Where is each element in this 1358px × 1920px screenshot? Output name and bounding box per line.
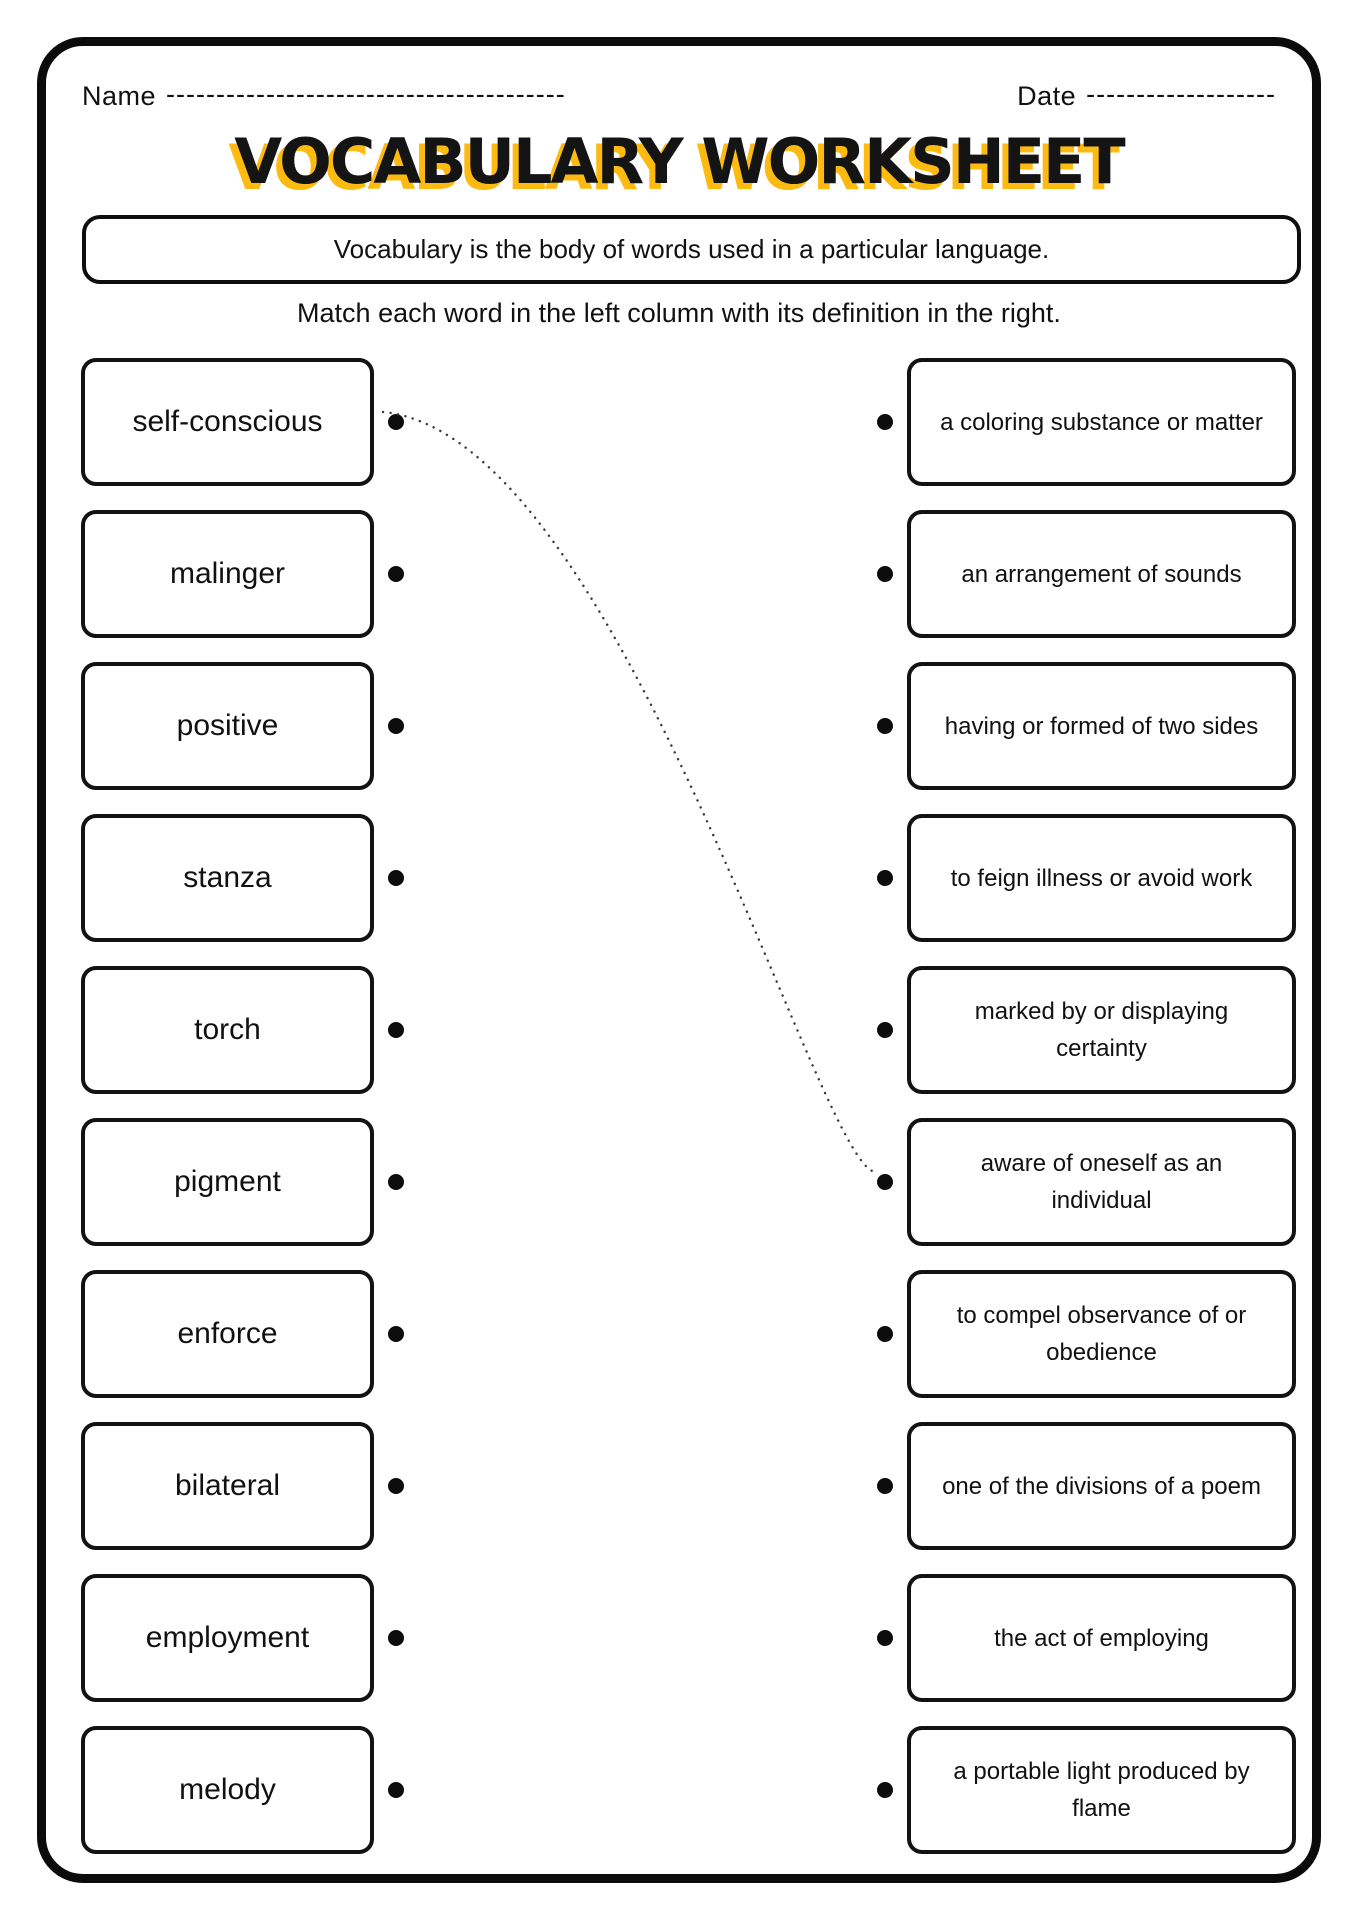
date-field: Date ------------------- bbox=[1017, 79, 1276, 112]
date-label: Date bbox=[1017, 81, 1077, 111]
definition-box-label: a portable light produced by flame bbox=[953, 1758, 1250, 1822]
word-box[interactable]: pigment bbox=[81, 1118, 374, 1246]
definition-box-label: having or formed of two sides bbox=[944, 712, 1259, 740]
definition-box-label: one of the divisions of a poem bbox=[942, 1472, 1261, 1500]
word-row-4: torch bbox=[81, 966, 404, 1094]
word-row-2: positive bbox=[81, 662, 404, 790]
def-row-2: having or formed of two sides bbox=[877, 662, 1296, 790]
definition-box-label: to compel observance of or obedience bbox=[956, 1302, 1247, 1366]
word-box-label: stanza bbox=[183, 861, 272, 894]
date-blank-line[interactable]: ------------------- bbox=[1086, 79, 1276, 109]
word-row-0: self-conscious bbox=[81, 358, 404, 486]
word-column: self-conscious malinger positive stanza torc… bbox=[81, 358, 404, 1854]
word-box-label: torch bbox=[194, 1013, 261, 1046]
word-connector-dot[interactable] bbox=[388, 718, 404, 734]
word-box[interactable]: stanza bbox=[81, 814, 374, 942]
definition-connector-dot[interactable] bbox=[877, 414, 893, 430]
definition-box-label: aware of oneself as an individual bbox=[980, 1150, 1223, 1214]
worksheet-page: Name -----------------------------------… bbox=[37, 37, 1321, 1883]
word-box[interactable]: bilateral bbox=[81, 1422, 374, 1550]
definition-box[interactable]: marked by or displaying certainty bbox=[907, 966, 1296, 1094]
definition-box-label: the act of employing bbox=[994, 1624, 1209, 1652]
word-row-3: stanza bbox=[81, 814, 404, 942]
definition-box[interactable]: having or formed of two sides bbox=[907, 662, 1296, 790]
def-row-0: a coloring substance or matter bbox=[877, 358, 1296, 486]
name-label: Name bbox=[82, 81, 157, 111]
definition-box[interactable]: to compel observance of or obedience bbox=[907, 1270, 1296, 1398]
def-row-7: one of the divisions of a poem bbox=[877, 1422, 1296, 1550]
word-row-6: enforce bbox=[81, 1270, 404, 1398]
definition-box[interactable]: to feign illness or avoid work bbox=[907, 814, 1296, 942]
definition-connector-dot[interactable] bbox=[877, 1326, 893, 1342]
def-row-5: aware of oneself as an individual bbox=[877, 1118, 1296, 1246]
definition-box-label: an arrangement of sounds bbox=[961, 560, 1242, 588]
definition-connector-dot[interactable] bbox=[877, 718, 893, 734]
def-row-3: to feign illness or avoid work bbox=[877, 814, 1296, 942]
word-connector-dot[interactable] bbox=[388, 566, 404, 582]
word-row-7: bilateral bbox=[81, 1422, 404, 1550]
word-box[interactable]: melody bbox=[81, 1726, 374, 1854]
def-row-1: an arrangement of sounds bbox=[877, 510, 1296, 638]
def-row-8: the act of employing bbox=[877, 1574, 1296, 1702]
definition-box[interactable]: aware of oneself as an individual bbox=[907, 1118, 1296, 1246]
definition-connector-dot[interactable] bbox=[877, 1478, 893, 1494]
definition-connector-dot[interactable] bbox=[877, 566, 893, 582]
definition-box-label: to feign illness or avoid work bbox=[950, 864, 1253, 892]
definition-box[interactable]: a portable light produced by flame bbox=[907, 1726, 1296, 1854]
word-row-9: melody bbox=[81, 1726, 404, 1854]
header-row: Name -----------------------------------… bbox=[82, 72, 1276, 112]
word-connector-dot[interactable] bbox=[388, 1174, 404, 1190]
name-blank-line[interactable]: ---------------------------------------- bbox=[166, 79, 566, 109]
definition-connector-dot[interactable] bbox=[877, 1022, 893, 1038]
word-row-5: pigment bbox=[81, 1118, 404, 1246]
definition-box[interactable]: a coloring substance or matter bbox=[907, 358, 1296, 486]
word-box-label: employment bbox=[145, 1621, 310, 1654]
definition-column: a coloring substance or matter an arrange… bbox=[877, 358, 1296, 1854]
word-box[interactable]: enforce bbox=[81, 1270, 374, 1398]
definition-banner: Vocabulary is the body of words used in … bbox=[82, 215, 1301, 284]
word-box[interactable]: torch bbox=[81, 966, 374, 1094]
word-box-label: bilateral bbox=[174, 1469, 281, 1502]
word-connector-dot[interactable] bbox=[388, 1782, 404, 1798]
worksheet-title: VOCABULARY WORKSHEET bbox=[234, 125, 1125, 198]
word-box-label: positive bbox=[176, 709, 279, 742]
def-row-4: marked by or displaying certainty bbox=[877, 966, 1296, 1094]
word-connector-dot[interactable] bbox=[388, 414, 404, 430]
definition-box[interactable]: an arrangement of sounds bbox=[907, 510, 1296, 638]
definition-box[interactable]: one of the divisions of a poem bbox=[907, 1422, 1296, 1550]
def-row-9: a portable light produced by flame bbox=[877, 1726, 1296, 1854]
word-row-8: employment bbox=[81, 1574, 404, 1702]
name-field: Name -----------------------------------… bbox=[82, 79, 566, 112]
definition-connector-dot[interactable] bbox=[877, 870, 893, 886]
word-connector-dot[interactable] bbox=[388, 1630, 404, 1646]
word-connector-dot[interactable] bbox=[388, 1022, 404, 1038]
word-box[interactable]: malinger bbox=[81, 510, 374, 638]
word-box[interactable]: employment bbox=[81, 1574, 374, 1702]
word-connector-dot[interactable] bbox=[388, 1326, 404, 1342]
instruction-text: Match each word in the left column with … bbox=[297, 298, 1061, 328]
definition-box[interactable]: the act of employing bbox=[907, 1574, 1296, 1702]
definition-connector-dot[interactable] bbox=[877, 1630, 893, 1646]
word-box-label: enforce bbox=[177, 1317, 278, 1350]
definition-connector-dot[interactable] bbox=[877, 1782, 893, 1798]
word-box-label: self-conscious bbox=[132, 405, 323, 438]
word-connector-dot[interactable] bbox=[388, 870, 404, 886]
definition-box-label: a coloring substance or matter bbox=[940, 408, 1263, 436]
definition-banner-text: Vocabulary is the body of words used in … bbox=[333, 234, 1050, 264]
word-box[interactable]: positive bbox=[81, 662, 374, 790]
word-box[interactable]: self-conscious bbox=[81, 358, 374, 486]
definition-box-label: marked by or displaying certainty bbox=[974, 998, 1229, 1062]
word-connector-dot[interactable] bbox=[388, 1478, 404, 1494]
word-row-1: malinger bbox=[81, 510, 404, 638]
word-box-label: melody bbox=[179, 1773, 276, 1806]
def-row-6: to compel observance of or obedience bbox=[877, 1270, 1296, 1398]
word-box-label: malinger bbox=[169, 557, 286, 590]
definition-connector-dot[interactable] bbox=[877, 1174, 893, 1190]
word-box-label: pigment bbox=[174, 1165, 281, 1198]
